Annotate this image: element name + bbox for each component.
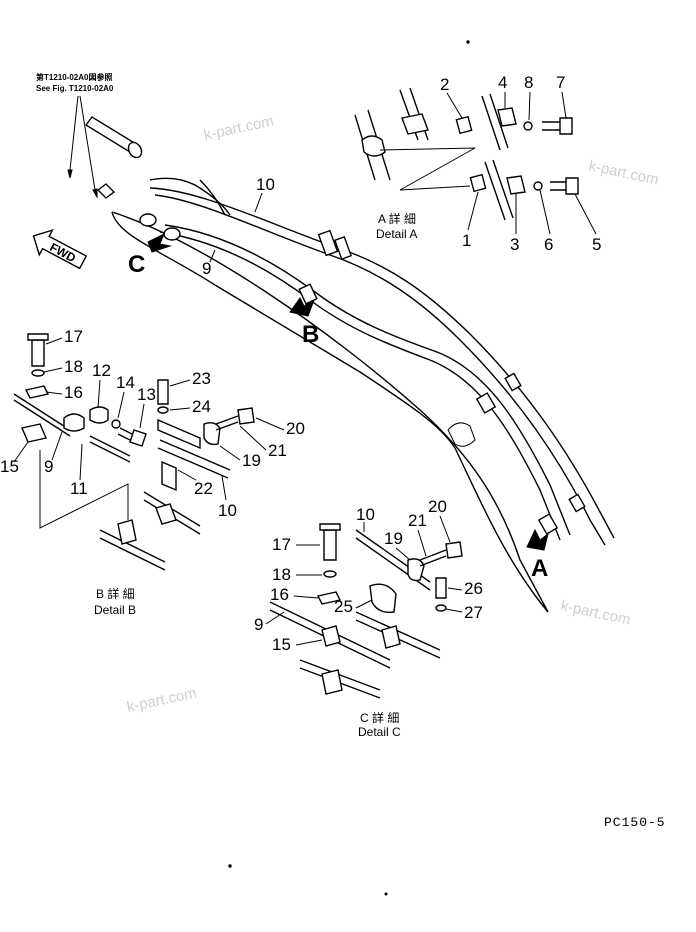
callout-main-10: 10 <box>256 175 275 194</box>
callout-b-13: 13 <box>137 385 156 404</box>
boom-outline <box>111 211 549 613</box>
callout-c-20: 20 <box>428 497 447 516</box>
hose-assembly <box>149 177 615 546</box>
detail-a <box>354 87 579 221</box>
view-letter-b: B <box>302 321 319 348</box>
callout-b-9: 9 <box>44 457 53 476</box>
callout-a-7: 7 <box>556 73 565 92</box>
watermark-top: k-part.com <box>202 113 275 144</box>
callout-c-10: 10 <box>356 505 375 524</box>
callout-c-26: 26 <box>464 579 483 598</box>
callout-a-5: 5 <box>592 235 601 254</box>
callout-b-21: 21 <box>268 441 287 460</box>
callout-b-12: 12 <box>92 361 111 380</box>
detail-b-caption-jp: B 詳 細 <box>96 586 135 601</box>
callout-c-16: 16 <box>270 585 289 604</box>
detail-c <box>269 523 463 699</box>
watermark-bottom-right: k-part.com <box>559 597 632 628</box>
detail-b-caption-en: Detail B <box>94 603 136 617</box>
view-letter-c: C <box>128 251 145 278</box>
watermark-bottom-left: k-part.com <box>125 685 198 716</box>
callout-b-14: 14 <box>116 373 135 392</box>
callout-c-18: 18 <box>272 565 291 584</box>
detail-c-caption-jp: C 詳 細 <box>360 710 399 725</box>
view-arrow-b: B <box>289 297 319 348</box>
callout-main-9: 9 <box>202 259 211 278</box>
reference-fittings <box>84 116 143 199</box>
callout-a-6: 6 <box>544 235 553 254</box>
callout-a-2: 2 <box>440 75 449 94</box>
drawing-code: PC150-5 <box>604 815 666 830</box>
detail-a-caption-jp: A 詳 細 <box>378 211 416 226</box>
callout-b-20: 20 <box>286 419 305 438</box>
callout-c-27: 27 <box>464 603 483 622</box>
callout-c-25: 25 <box>334 597 353 616</box>
callout-a-1: 1 <box>462 231 471 250</box>
reference-jp: 第T1210-02A0図参照 <box>36 72 112 82</box>
callout-a-3: 3 <box>510 235 519 254</box>
detail-c-caption-en: Detail C <box>358 725 401 739</box>
callout-b-16: 16 <box>64 383 83 402</box>
callout-b-18: 18 <box>64 357 83 376</box>
view-letter-a: A <box>531 555 548 582</box>
callout-b-22: 22 <box>194 479 213 498</box>
callout-c-21: 21 <box>408 511 427 530</box>
callout-b-19: 19 <box>242 451 261 470</box>
callout-b-23: 23 <box>192 369 211 388</box>
callout-c-17: 17 <box>272 535 291 554</box>
fwd-label: FWD <box>47 240 78 265</box>
callout-c-19: 19 <box>384 529 403 548</box>
reference-en: See Fig. T1210-02A0 <box>36 84 114 93</box>
reference-leader-lines <box>67 95 98 199</box>
scan-specks <box>228 40 470 896</box>
boom-clamps <box>139 213 586 535</box>
view-arrow-a: A <box>526 528 549 582</box>
detail-a-caption-en: Detail A <box>376 227 417 241</box>
watermark-right: k-part.com <box>587 157 660 188</box>
callout-c-15: 15 <box>272 635 291 654</box>
fwd-arrow-icon: FWD <box>32 228 88 270</box>
callout-a-4: 4 <box>498 73 507 92</box>
callout-b-11: 11 <box>70 479 88 498</box>
callout-b-24: 24 <box>192 397 211 416</box>
view-arrow-c: C <box>128 232 172 278</box>
callout-b-17: 17 <box>64 327 83 346</box>
callout-a-8: 8 <box>524 73 533 92</box>
callout-c-9: 9 <box>254 615 263 634</box>
detail-b <box>13 333 255 571</box>
callout-b-10: 10 <box>218 501 237 520</box>
